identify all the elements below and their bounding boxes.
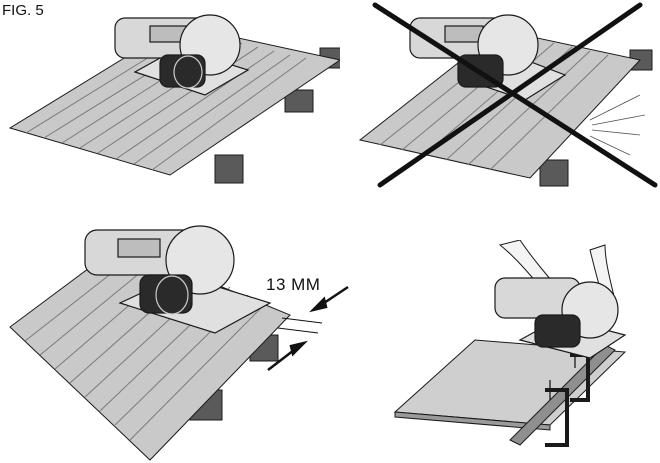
panel-correct-support: [8, 14, 340, 184]
vibration-lines: [589, 94, 646, 156]
figure-label: FIG. 5: [2, 2, 44, 19]
panel-incorrect-support: [358, 2, 658, 188]
dimension-label: 13 MM: [266, 275, 321, 294]
dimension-arrows-icon: [267, 285, 349, 371]
circular-saw: [114, 14, 250, 96]
corrugated-sheet: [8, 24, 340, 176]
circular-saw: [494, 277, 627, 359]
panel-cut-offset: [9, 225, 349, 461]
panel-clamped-sheet: [393, 240, 627, 447]
crossed-out-x-icon: [372, 2, 658, 188]
support-beams: [539, 49, 653, 187]
circular-saw: [84, 225, 272, 334]
